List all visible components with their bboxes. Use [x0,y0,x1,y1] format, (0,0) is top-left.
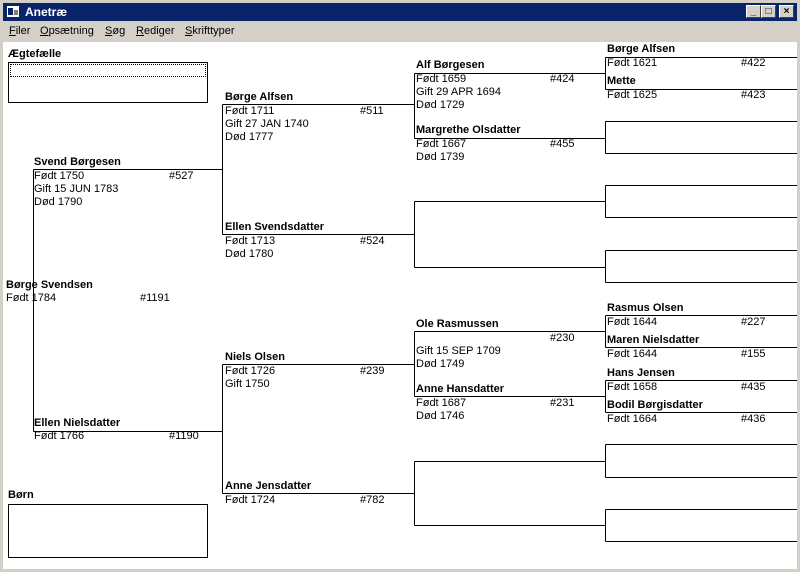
menu-opsaetning[interactable]: Opsætning [40,25,94,37]
pedigree-canvas: Ægtefælle Børn Børge Svendsen Født 1784 … [3,42,797,569]
person-id: #423 [741,89,766,101]
person-born: Født 1784 [6,292,57,304]
person-id: #782 [360,494,385,506]
person-died: Død 1780 [225,248,274,260]
person-married: Gift 29 APR 1694 [416,86,501,98]
person-born: Født 1658 [607,381,658,393]
window-title: Anetræ [25,5,68,19]
close-button[interactable]: × [779,5,794,18]
person-born: Født 1644 [607,348,658,360]
person-died: Død 1746 [416,410,465,422]
person-died: Død 1729 [416,99,465,111]
person-born: Født 1659 [416,73,467,85]
person-id: #511 [360,105,384,117]
person-born: Født 1726 [225,365,276,377]
children-list[interactable] [8,504,208,558]
spouse-label: Ægtefælle [8,48,62,60]
person-id: #455 [550,138,575,150]
person-id: #435 [741,381,766,393]
person-id: #155 [741,348,766,360]
person-name: Mette [607,75,636,87]
person-name: Rasmus Olsen [607,302,684,314]
person-name: Svend Børgesen [34,156,121,168]
person-born: Født 1625 [607,89,658,101]
person-id: #436 [741,413,766,425]
person-married: Gift 15 JUN 1783 [34,183,119,195]
person-died: Død 1777 [225,131,274,143]
person-name: Børge Svendsen [6,279,93,291]
person-name: Ole Rasmussen [416,318,499,330]
person-name: Hans Jensen [607,367,675,379]
person-id: #230 [550,332,575,344]
person-id: #231 [550,397,575,409]
person-born: Født 1664 [607,413,658,425]
minimize-button[interactable]: _ [746,5,761,18]
person-id: #527 [169,170,194,182]
person-name: Børge Alfsen [225,91,294,103]
person-id: #1190 [169,430,199,442]
person-born: Født 1750 [34,170,85,182]
person-born: Født 1766 [34,430,85,442]
app-icon [7,6,19,17]
menu-rediger[interactable]: Rediger [136,25,175,37]
person-name: Maren Nielsdatter [607,334,700,346]
person-id: #422 [741,57,766,69]
person-born: Født 1687 [416,397,467,409]
person-married: Gift 27 JAN 1740 [225,118,309,130]
person-born: Født 1713 [225,235,276,247]
spouse-selection[interactable] [10,64,206,77]
person-id: #1191 [140,292,170,304]
children-label: Børn [8,489,34,501]
person-name: Bodil Børgisdatter [607,399,703,411]
person-id: #239 [360,365,385,377]
person-died: Død 1790 [34,196,83,208]
person-married: Gift 15 SEP 1709 [416,345,501,357]
person-born: Født 1644 [607,316,658,328]
spouse-list[interactable] [8,62,208,103]
menu-soeg[interactable]: Søg [105,25,126,37]
person-died: Død 1749 [416,358,465,370]
person-born: Født 1621 [607,57,658,69]
person-name: Ellen Nielsdatter [34,417,121,429]
person-died: Død 1739 [416,151,465,163]
person-id: #524 [360,235,385,247]
person-name: Alf Børgesen [416,59,485,71]
person-id: #424 [550,73,575,85]
menu-skrifttyper[interactable]: Skrifttyper [185,25,235,37]
person-born: Født 1667 [416,138,467,150]
title-bar[interactable]: Anetræ _ □ × [3,3,797,21]
menu-filer[interactable]: Filer [9,25,31,37]
menu-bar: Filer Opsætning Søg Rediger Skrifttyper [3,22,797,41]
person-name: Niels Olsen [225,351,285,363]
person-name: Ellen Svendsdatter [225,221,325,233]
maximize-button[interactable]: □ [761,5,776,18]
person-name: Børge Alfsen [607,43,676,55]
person-born: Født 1711 [225,105,275,117]
person-name: Margrethe Olsdatter [416,124,521,136]
person-name: Anne Hansdatter [416,383,505,395]
person-id: #227 [741,316,766,328]
person-married: Gift 1750 [225,378,270,390]
person-name: Anne Jensdatter [225,480,312,492]
pedigree-lines [33,57,797,542]
person-born: Født 1724 [225,494,276,506]
